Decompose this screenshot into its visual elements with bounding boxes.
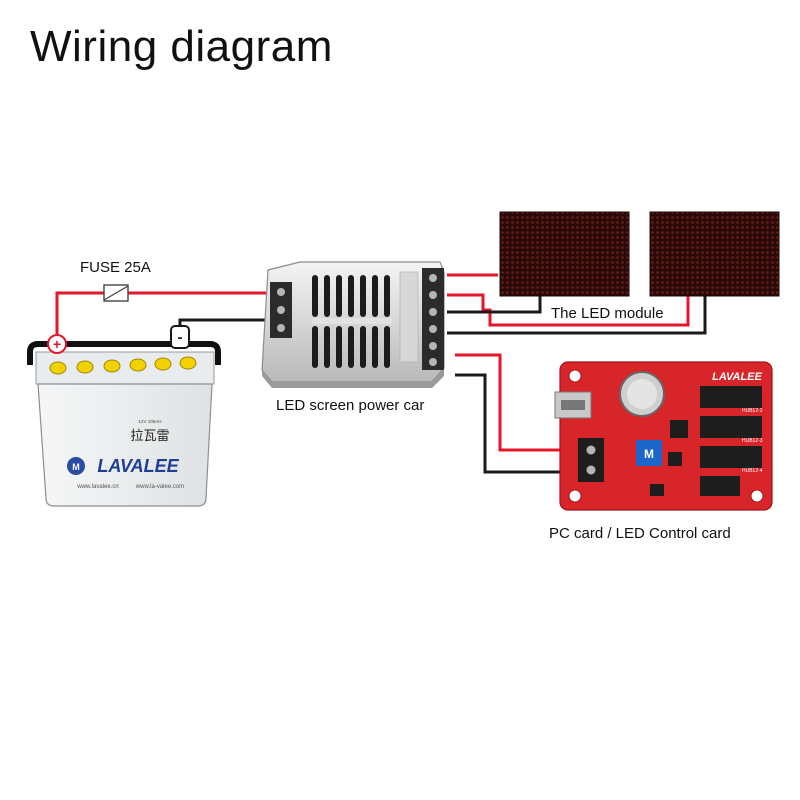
wires: [55, 273, 707, 474]
hub-label-3: HUB12-4: [742, 468, 763, 474]
battery-spec: 12V 105AH: [138, 419, 161, 424]
hub-label-2: HUB12-3: [742, 438, 763, 444]
battery: + - 12V 105AH 拉瓦雷 M LAVALEE www.lavalee.…: [27, 325, 221, 507]
negative-wire-card: [455, 373, 590, 474]
negative-wire-module-1: [447, 296, 542, 314]
battery-logo-icon: [67, 457, 85, 475]
fuse-icon: [103, 284, 129, 302]
control-card-label: PC card / LED Control card: [549, 525, 731, 542]
battery-body: [37, 383, 213, 507]
led-module-2: [649, 211, 780, 297]
svg-text:M: M: [644, 447, 654, 461]
svg-text:M: M: [72, 462, 80, 472]
positive-wire-card: [455, 353, 590, 452]
battery-chinese-name: 拉瓦雷: [130, 429, 169, 444]
positive-wire-battery: [55, 291, 270, 338]
led-module-label: The LED module: [549, 305, 666, 322]
positive-wire-module-2: [447, 293, 690, 327]
led-module-1: [499, 211, 630, 297]
psu-output-terminals: [422, 268, 444, 370]
hub-headers: [700, 386, 762, 496]
page-title: Wiring diagram: [30, 22, 333, 71]
positive-terminal: [47, 334, 67, 354]
negative-wire-battery: [178, 318, 270, 330]
power-supply: [261, 261, 445, 388]
psu-vents: [312, 275, 390, 368]
positive-sign: +: [53, 336, 61, 352]
battery-brand: LAVALEE: [97, 456, 179, 476]
battery-web-1: www.lavalee.cn: [76, 484, 118, 490]
battery-handle: [27, 341, 221, 365]
fuse-label: FUSE 25A: [80, 259, 151, 276]
card-brand: LAVALEE: [712, 371, 762, 383]
control-card: M LAVALEE HUB12-2 HUB12-3 HUB12-4: [554, 361, 773, 511]
negative-wire-module-2: [447, 296, 707, 335]
power-supply-label: LED screen power car: [276, 397, 425, 414]
battery-caps: [49, 356, 197, 375]
negative-terminal: [170, 325, 190, 349]
battery-web-2: www.la-valee.com: [135, 484, 184, 490]
negative-sign: -: [178, 329, 183, 346]
card-power-terminal: [578, 438, 604, 482]
hub-label-1: HUB12-2: [742, 408, 763, 414]
